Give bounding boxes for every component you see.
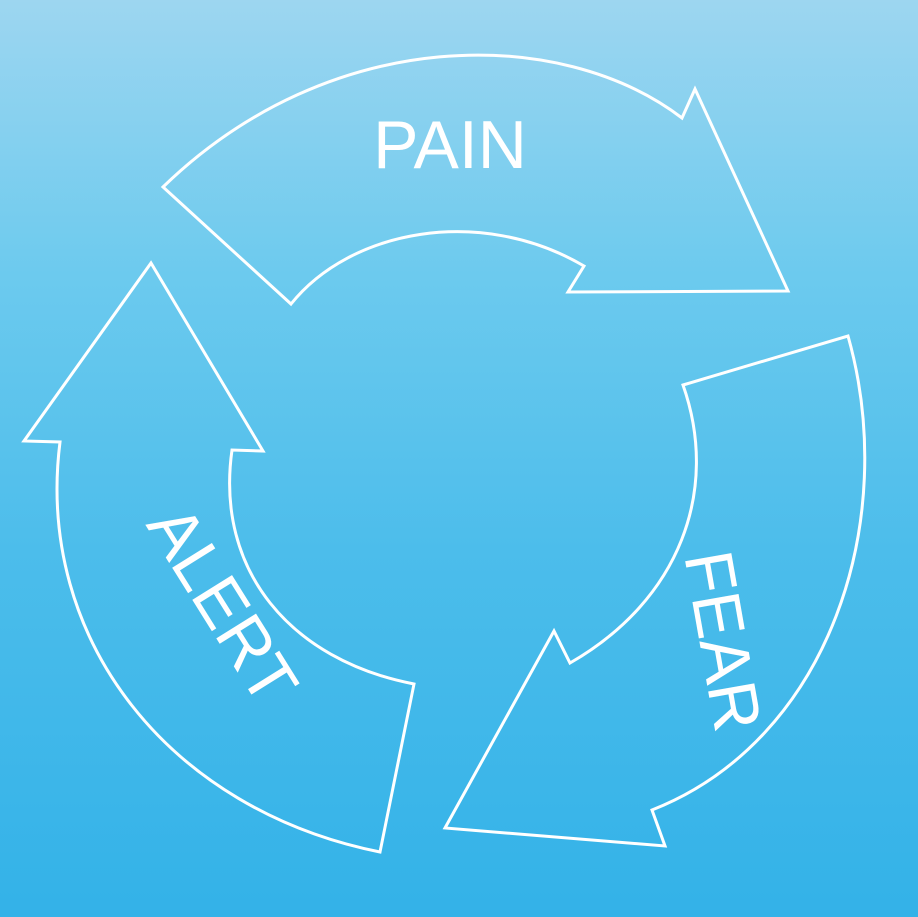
pain-label: PAIN — [373, 107, 527, 183]
fear-label: FEAR — [669, 545, 775, 737]
cycle-step-fear: FEAR — [442, 334, 867, 848]
pain-arrow — [160, 53, 791, 307]
cycle-step-alert: ALERT — [21, 260, 416, 854]
alert-label: ALERT — [133, 492, 313, 717]
cycle-step-pain: PAIN — [160, 53, 791, 307]
alert-arrow — [21, 260, 416, 854]
fear-arrow — [442, 334, 867, 848]
